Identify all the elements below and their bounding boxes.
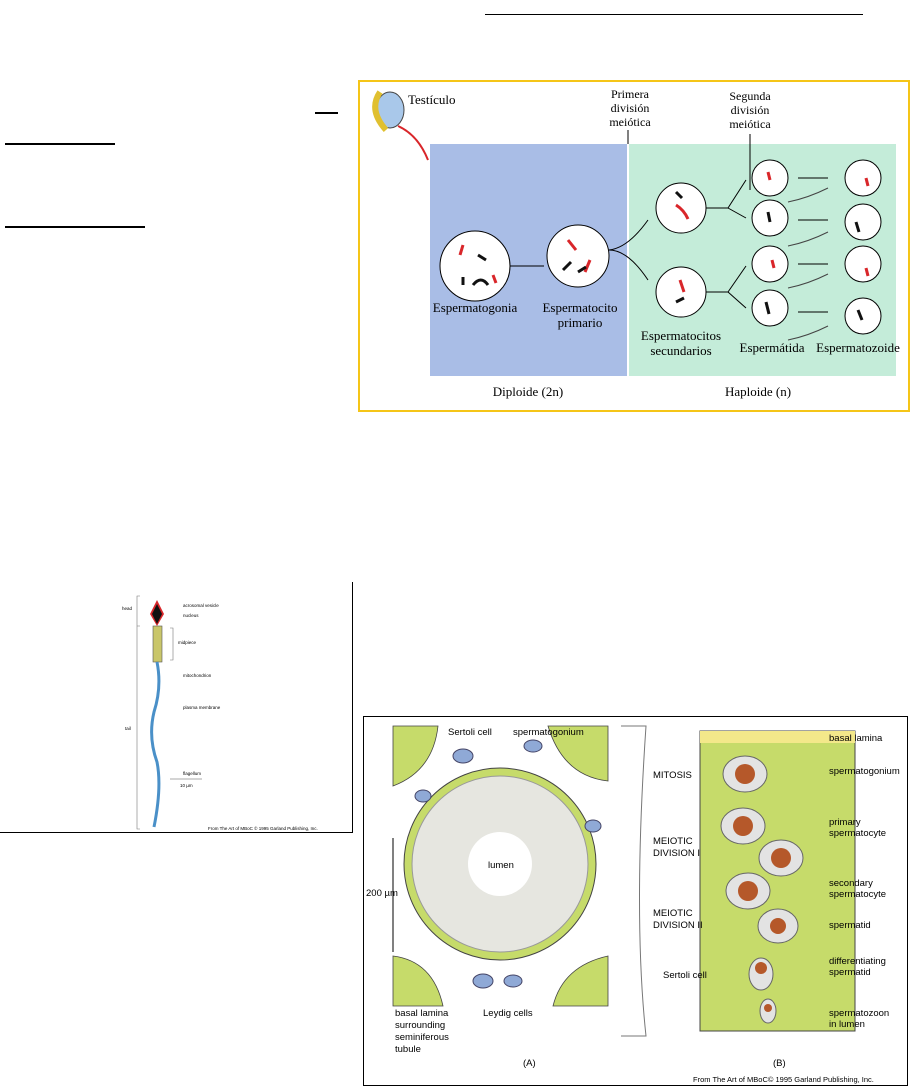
spermatogonia-label: Espermatogonia	[433, 300, 518, 315]
label-meiotic-2: DIVISION II	[653, 920, 703, 931]
label-midpiece: midpiece	[178, 640, 197, 645]
top-underline	[485, 14, 863, 15]
haploid-label: Haploide (n)	[725, 384, 791, 399]
spermatid-label: Espermátida	[740, 340, 805, 355]
label-r-basal: basal lamina	[829, 733, 883, 744]
secondary-spermatocyte-label: Espermatocitos	[641, 328, 721, 343]
label-nucleus: nucleus	[183, 613, 199, 618]
seminiferous-tubule-figure: Sertoli cell spermatogonium lumen 200 µm…	[363, 716, 908, 1086]
label-tail: tail	[125, 726, 131, 731]
label-basal-lamina: seminiferous	[395, 1032, 449, 1043]
first-division-label: división	[611, 101, 650, 115]
panel-b-label: (B)	[773, 1058, 786, 1069]
label-mitosis: MITOSIS	[653, 770, 692, 781]
label-r-differentiating: spermatid	[829, 967, 871, 978]
credit: From The Art of MBoC© 1995 Garland Publi…	[693, 1075, 874, 1084]
scale-bar-label: 10 µm	[180, 783, 193, 788]
credit: From The Art of MBoC © 1995 Garland Publ…	[208, 825, 318, 831]
label-head: head	[122, 606, 133, 611]
label-flagellum: flagellum	[183, 771, 201, 776]
sperm-structure-figure: head acrosomal vesicle nucleus midpiece …	[0, 582, 353, 833]
secondary-spermatocyte-label: secundarios	[650, 343, 711, 358]
label-r-spermatozoon: in lumen	[829, 1019, 865, 1030]
second-division-label: división	[731, 103, 770, 117]
label-meiotic-2: MEIOTIC	[653, 908, 693, 919]
label-sertoli-cell: Sertoli cell	[448, 727, 492, 738]
label-lumen: lumen	[488, 860, 514, 871]
label-basal-lamina: basal lamina	[395, 1008, 449, 1019]
scale-label: 200 µm	[366, 888, 398, 899]
label-r-secondary: spermatocyte	[829, 889, 886, 900]
label-meiotic-1: DIVISION I	[653, 848, 700, 859]
label-leydig-cells: Leydig cells	[483, 1008, 533, 1019]
label-r-primary: spermatocyte	[829, 828, 886, 839]
spermatozoon-label: Espermatozoide	[816, 340, 900, 355]
primary-spermatocyte-label: Espermatocito	[542, 300, 617, 315]
second-division-label: Segunda	[729, 89, 771, 103]
label-basal-lamina: tubule	[395, 1044, 421, 1055]
label-basal-lamina: surrounding	[395, 1020, 445, 1031]
testicle-label: Testículo	[408, 92, 455, 107]
diploid-label: Diploide (2n)	[493, 384, 563, 399]
label-plasma-membrane: plasma membrane	[183, 705, 221, 710]
label-spermatogonium: spermatogonium	[513, 727, 584, 738]
primary-spermatocyte-label: primario	[558, 315, 603, 330]
label-acrosomal-vesicle: acrosomal vesicle	[183, 603, 219, 608]
spermatogenesis-figure: Testículo Primera división meiótica Segu…	[358, 80, 910, 412]
underline-3	[5, 226, 145, 228]
underline-1	[315, 112, 338, 114]
first-division-label: meiótica	[609, 115, 651, 129]
label-r-sertoli: Sertoli cell	[663, 970, 707, 981]
label-r-primary: primary	[829, 817, 861, 828]
underline-2	[5, 143, 115, 145]
label-r-spermatogonium: spermatogonium	[829, 766, 900, 777]
label-r-differentiating: differentiating	[829, 956, 886, 967]
second-division-label: meiótica	[729, 117, 771, 131]
panel-a-label: (A)	[523, 1058, 536, 1069]
label-meiotic-1: MEIOTIC	[653, 836, 693, 847]
label-r-spermatozoon: spermatozoon	[829, 1008, 889, 1019]
first-division-label: Primera	[611, 87, 650, 101]
label-mitochondrion: mitochondrion	[183, 673, 212, 678]
label-r-spermatid: spermatid	[829, 920, 871, 931]
label-r-secondary: secondary	[829, 878, 873, 889]
